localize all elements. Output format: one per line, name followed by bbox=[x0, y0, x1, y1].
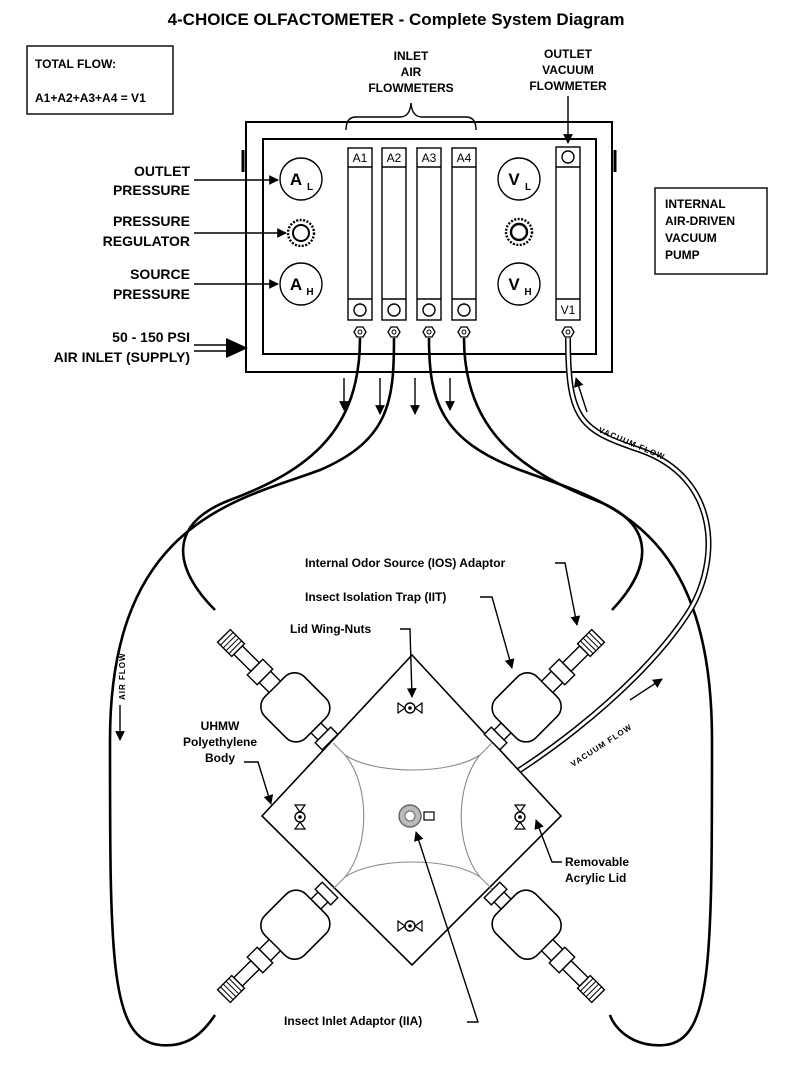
callout-lid: Removable Acrylic Lid bbox=[534, 819, 629, 885]
total-flow-heading: TOTAL FLOW: bbox=[35, 57, 116, 71]
gauge-a-low: A L bbox=[279, 157, 323, 201]
inlet-flowmeters-label: INLET AIR FLOWMETERS bbox=[345, 49, 477, 131]
air-flow-label: AIR FLOW bbox=[115, 652, 127, 741]
air-tubing bbox=[108, 337, 714, 1047]
callout-body: UHMW Polyethylene Body bbox=[183, 719, 274, 805]
svg-text:VACUUM FLOW: VACUUM FLOW bbox=[597, 426, 666, 462]
trap-upper-right bbox=[471, 615, 619, 763]
svg-text:REGULATOR: REGULATOR bbox=[103, 233, 190, 249]
svg-text:PRESSURE: PRESSURE bbox=[113, 213, 190, 229]
flowmeter-a4: A4 bbox=[451, 147, 477, 321]
svg-text:A1: A1 bbox=[353, 151, 368, 165]
label-air-inlet: 50 - 150 PSI AIR INLET (SUPPLY) bbox=[54, 329, 248, 365]
svg-text:AIR: AIR bbox=[401, 65, 422, 79]
svg-text:Polyethylene: Polyethylene bbox=[183, 735, 257, 749]
svg-text:PUMP: PUMP bbox=[665, 248, 700, 262]
label-pressure-regulator: PRESSURE REGULATOR bbox=[103, 213, 287, 249]
label-source-pressure: SOURCE PRESSURE bbox=[113, 266, 279, 302]
svg-text:FLOWMETER: FLOWMETER bbox=[529, 79, 607, 93]
svg-text:A4: A4 bbox=[457, 151, 472, 165]
svg-text:UHMW: UHMW bbox=[201, 719, 240, 733]
svg-text:Lid Wing-Nuts: Lid Wing-Nuts bbox=[290, 622, 372, 636]
svg-text:SOURCE: SOURCE bbox=[130, 266, 190, 282]
svg-text:VACUUM: VACUUM bbox=[665, 231, 717, 245]
svg-text:V: V bbox=[508, 170, 520, 189]
trap-lower-left bbox=[203, 869, 351, 1017]
insect-inlet-adaptor bbox=[398, 804, 435, 828]
svg-text:Insect Isolation Trap (IIT): Insect Isolation Trap (IIT) bbox=[305, 590, 446, 604]
svg-text:H: H bbox=[306, 287, 313, 298]
svg-text:L: L bbox=[525, 182, 531, 193]
svg-text:AIR FLOW: AIR FLOW bbox=[118, 652, 127, 700]
svg-text:Body: Body bbox=[205, 751, 235, 765]
flowmeter-a3: A3 bbox=[416, 147, 442, 321]
svg-text:A: A bbox=[290, 275, 302, 294]
gauge-v-low: V L bbox=[497, 157, 541, 201]
trap-lower-right bbox=[471, 869, 619, 1017]
svg-text:A3: A3 bbox=[422, 151, 437, 165]
pump-box: INTERNAL AIR-DRIVEN VACUUM PUMP bbox=[654, 187, 768, 275]
svg-text:50 - 150 PSI: 50 - 150 PSI bbox=[112, 329, 190, 345]
page-title: 4-CHOICE OLFACTOMETER - Complete System … bbox=[168, 10, 625, 29]
svg-text:A: A bbox=[290, 170, 302, 189]
total-flow-formula: A1+A2+A3+A4 = V1 bbox=[35, 91, 146, 105]
svg-text:Removable: Removable bbox=[565, 855, 629, 869]
flowmeter-a2: A2 bbox=[381, 147, 407, 321]
gauge-a-high: A H bbox=[279, 262, 323, 306]
svg-text:INLET: INLET bbox=[394, 49, 429, 63]
svg-text:L: L bbox=[307, 182, 313, 193]
svg-text:V1: V1 bbox=[561, 303, 576, 317]
svg-text:A2: A2 bbox=[387, 151, 402, 165]
vacuum-tubing bbox=[436, 337, 712, 818]
pressure-regulator-knob-left bbox=[286, 218, 316, 248]
svg-text:OUTLET: OUTLET bbox=[134, 163, 190, 179]
vacuum-flow-label-top: VACUUM FLOW bbox=[574, 377, 666, 462]
pressure-regulator-knob-right bbox=[504, 217, 534, 247]
flowmeter-v1: V1 bbox=[555, 146, 581, 321]
svg-text:H: H bbox=[524, 287, 531, 298]
callout-wingnuts: Lid Wing-Nuts bbox=[290, 622, 417, 698]
svg-text:PRESSURE: PRESSURE bbox=[113, 182, 190, 198]
callout-iit: Insect Isolation Trap (IIT) bbox=[305, 590, 515, 669]
label-outlet-pressure: OUTLET PRESSURE bbox=[113, 163, 279, 198]
svg-text:V: V bbox=[508, 275, 520, 294]
svg-text:INTERNAL: INTERNAL bbox=[665, 197, 726, 211]
svg-text:FLOWMETERS: FLOWMETERS bbox=[368, 81, 453, 95]
svg-text:OUTLET: OUTLET bbox=[544, 47, 593, 61]
svg-text:Acrylic Lid: Acrylic Lid bbox=[565, 871, 626, 885]
svg-text:Insect Inlet Adaptor (IIA): Insect Inlet Adaptor (IIA) bbox=[284, 1014, 422, 1028]
svg-text:AIR INLET (SUPPLY): AIR INLET (SUPPLY) bbox=[54, 349, 190, 365]
svg-text:Internal Odor Source (IOS) Ada: Internal Odor Source (IOS) Adaptor bbox=[305, 556, 506, 570]
gauge-v-high: V H bbox=[497, 262, 541, 306]
callout-ios: Internal Odor Source (IOS) Adaptor bbox=[305, 556, 581, 626]
outlet-flowmeter-label: OUTLET VACUUM FLOWMETER bbox=[529, 47, 607, 144]
svg-text:AIR-DRIVEN: AIR-DRIVEN bbox=[665, 214, 735, 228]
callout-iia: Insect Inlet Adaptor (IIA) bbox=[284, 831, 479, 1028]
svg-text:VACUUM: VACUUM bbox=[542, 63, 594, 77]
outlet-fittings bbox=[353, 326, 575, 338]
air-flow-arrows bbox=[339, 378, 455, 415]
total-flow-box: TOTAL FLOW: A1+A2+A3+A4 = V1 bbox=[26, 45, 174, 115]
flowmeter-a1: A1 bbox=[347, 147, 373, 321]
svg-text:PRESSURE: PRESSURE bbox=[113, 286, 190, 302]
